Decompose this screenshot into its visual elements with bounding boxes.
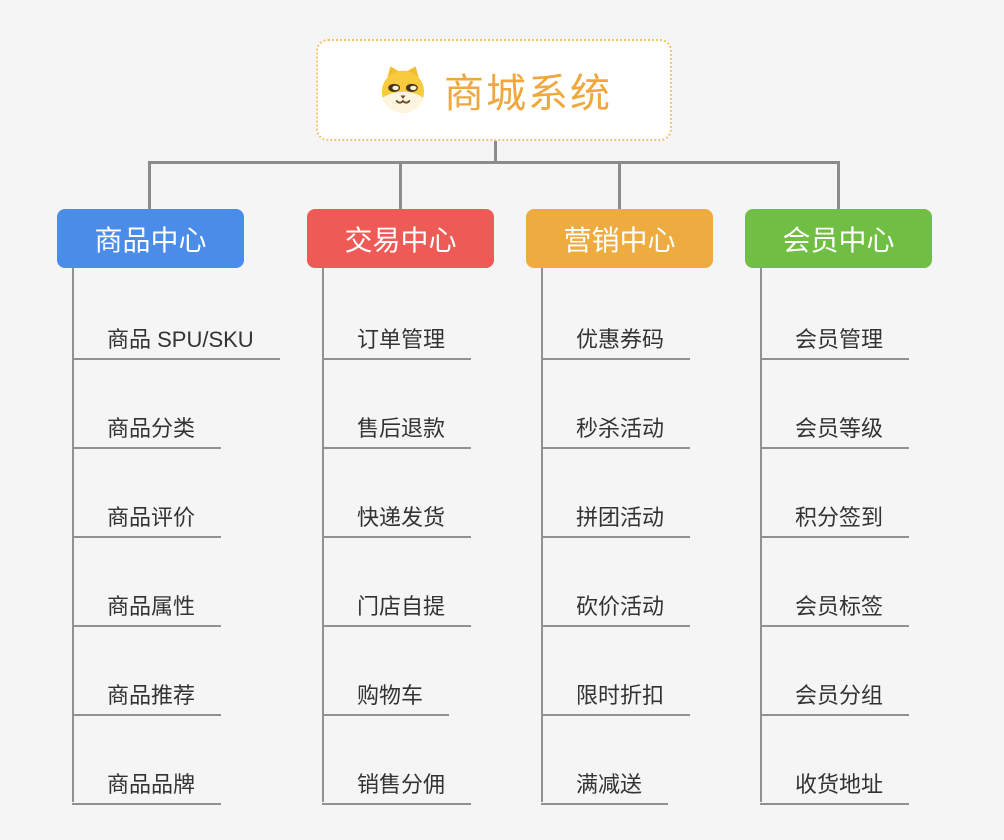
connector-drop-1 — [148, 161, 151, 209]
leaf-item[interactable]: 会员管理 — [760, 312, 910, 360]
leaf-item[interactable]: 销售分佣 — [322, 757, 472, 805]
connector-drop-2 — [399, 161, 402, 209]
root-node-mall-system[interactable]: 商城系统 — [316, 39, 672, 141]
leaf-item[interactable]: 拼团活动 — [541, 490, 691, 538]
branch-member-center[interactable]: 会员中心 — [745, 209, 932, 268]
leaf-item[interactable]: 售后退款 — [322, 401, 472, 449]
leaf-item[interactable]: 收货地址 — [760, 757, 910, 805]
leaf-item[interactable]: 门店自提 — [322, 579, 472, 627]
leaf-item[interactable]: 会员等级 — [760, 401, 910, 449]
branch-marketing-center[interactable]: 营销中心 — [526, 209, 713, 268]
leaf-item[interactable]: 积分签到 — [760, 490, 910, 538]
leaf-item[interactable]: 商品分类 — [72, 401, 222, 449]
connector-root-stem — [494, 141, 497, 162]
leaf-item[interactable]: 商品品牌 — [72, 757, 222, 805]
connector-drop-4 — [837, 161, 840, 209]
leaf-item[interactable]: 商品属性 — [72, 579, 222, 627]
leaf-item[interactable]: 商品 SPU/SKU — [72, 312, 280, 360]
leaf-item[interactable]: 秒杀活动 — [541, 401, 691, 449]
leaf-item[interactable]: 快递发货 — [322, 490, 472, 538]
leaf-item[interactable]: 砍价活动 — [541, 579, 691, 627]
leaf-item[interactable]: 限时折扣 — [541, 668, 691, 716]
leaf-item[interactable]: 商品推荐 — [72, 668, 222, 716]
leaf-item[interactable]: 购物车 — [322, 668, 450, 716]
connector-stem-marketing — [541, 268, 543, 802]
leaf-item[interactable]: 订单管理 — [322, 312, 472, 360]
connector-drop-3 — [618, 161, 621, 209]
leaf-item[interactable]: 满减送 — [541, 757, 669, 805]
leaf-item[interactable]: 商品评价 — [72, 490, 222, 538]
dog-face-icon — [376, 63, 430, 117]
connector-bus — [148, 161, 840, 164]
leaf-item[interactable]: 会员分组 — [760, 668, 910, 716]
branch-product-center[interactable]: 商品中心 — [57, 209, 244, 268]
connector-stem-trade — [322, 268, 324, 802]
leaf-item[interactable]: 会员标签 — [760, 579, 910, 627]
connector-stem-member — [760, 268, 762, 802]
connector-stem-product — [72, 268, 74, 802]
leaf-item[interactable]: 优惠券码 — [541, 312, 691, 360]
branch-trade-center[interactable]: 交易中心 — [307, 209, 494, 268]
root-title: 商城系统 — [444, 72, 612, 116]
